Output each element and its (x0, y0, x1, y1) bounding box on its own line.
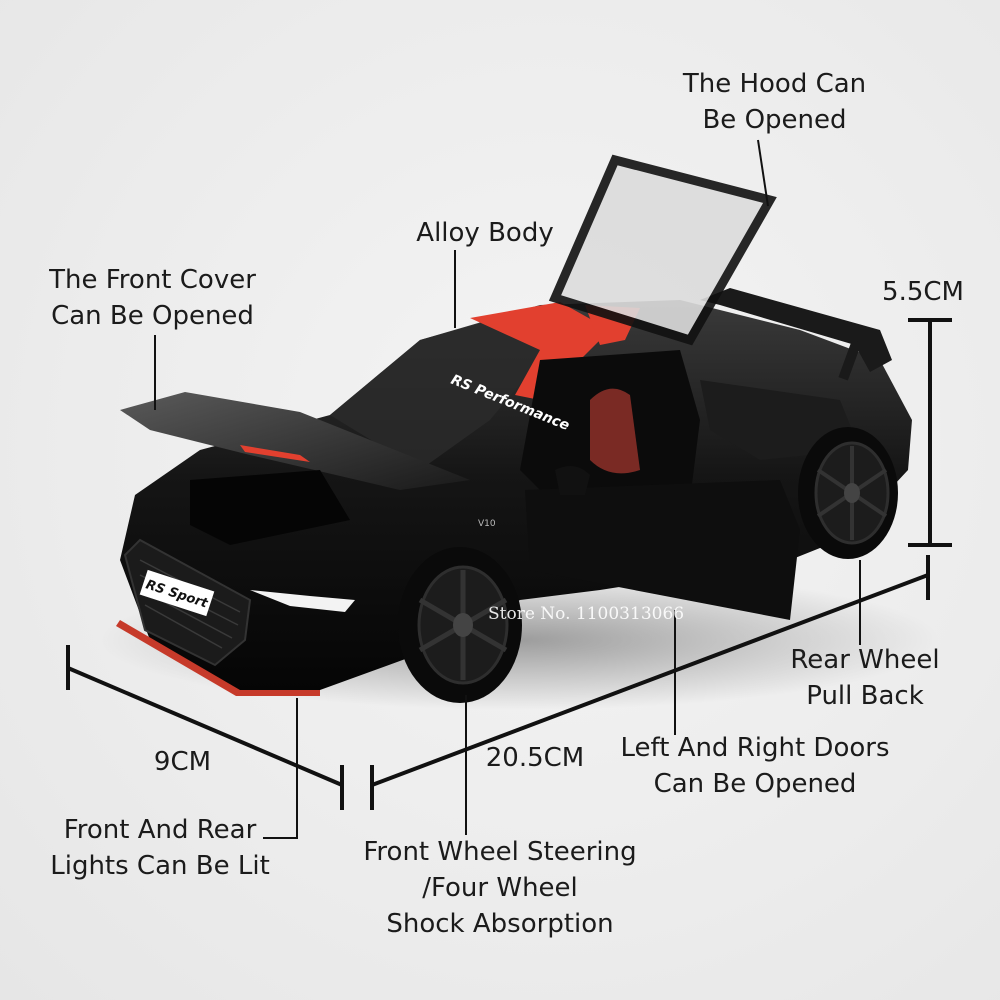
steering-label: Front Wheel Steering /Four Wheel Shock A… (350, 834, 650, 942)
front-cover-stripe (240, 445, 310, 462)
dimension-lines (66, 318, 952, 810)
lights-line (263, 698, 298, 839)
length-dim (371, 573, 929, 787)
hood-label-line1: The Hood Can (682, 69, 867, 99)
front-cover-label: The Front Cover Can Be Opened (30, 262, 275, 334)
lights-label-line2: Lights Can Be Lit (50, 851, 270, 881)
front-cover-label-line1: The Front Cover (49, 265, 256, 295)
width-label-text: 9CM (153, 747, 212, 777)
rear-wheel-label: Rear Wheel Pull Back (780, 642, 950, 714)
side-mirror (555, 466, 590, 495)
front-splitter (116, 620, 320, 696)
doors-label-line2: Can Be Opened (653, 769, 857, 799)
steering-label-line2: /Four Wheel (422, 873, 578, 903)
height-label: 5.5CM (868, 274, 978, 310)
lights-label: Front And Rear Lights Can Be Lit (40, 812, 280, 884)
hood-label-line2: Be Opened (702, 105, 847, 135)
hood-line (757, 139, 769, 207)
windshield (330, 305, 545, 470)
steering-label-line3: Shock Absorption (386, 909, 614, 939)
headlight (250, 590, 355, 612)
front-wheel (398, 547, 522, 703)
front-cover-label-line2: Can Be Opened (51, 301, 254, 331)
width-label: 9CM (140, 744, 225, 780)
hood-label: The Hood Can Be Opened (672, 66, 877, 138)
engine-bay (190, 470, 350, 545)
rear-wheel (798, 427, 898, 559)
alloy-label-text: Alloy Body (416, 218, 554, 248)
spoiler-stand (838, 339, 862, 381)
seat (590, 388, 640, 474)
width-dim (67, 666, 343, 787)
length-label: 20.5CM (475, 740, 595, 776)
opened-front-cover (120, 392, 470, 490)
opened-hood-frame (548, 154, 777, 346)
doors-label: Left And Right Doors Can Be Opened (605, 730, 905, 802)
store-watermark: Store No. 1100313066 (488, 604, 685, 624)
rear-wheel-label-line2: Pull Back (806, 681, 924, 711)
spoiler (700, 288, 892, 372)
alloy-label: Alloy Body (400, 215, 570, 251)
lights-label-line1: Front And Rear (63, 815, 257, 845)
doors-label-line1: Left And Right Doors (620, 733, 890, 763)
license-plate (139, 569, 215, 617)
steering-label-line1: Front Wheel Steering (363, 837, 637, 867)
length-label-text: 20.5CM (485, 743, 585, 773)
roof-stripe (470, 302, 610, 400)
height-label-text: 5.5CM (882, 277, 964, 307)
v10-badge: V10 (478, 519, 496, 529)
open-door (525, 480, 800, 620)
rear-wheel-label-line1: Rear Wheel (790, 645, 940, 675)
